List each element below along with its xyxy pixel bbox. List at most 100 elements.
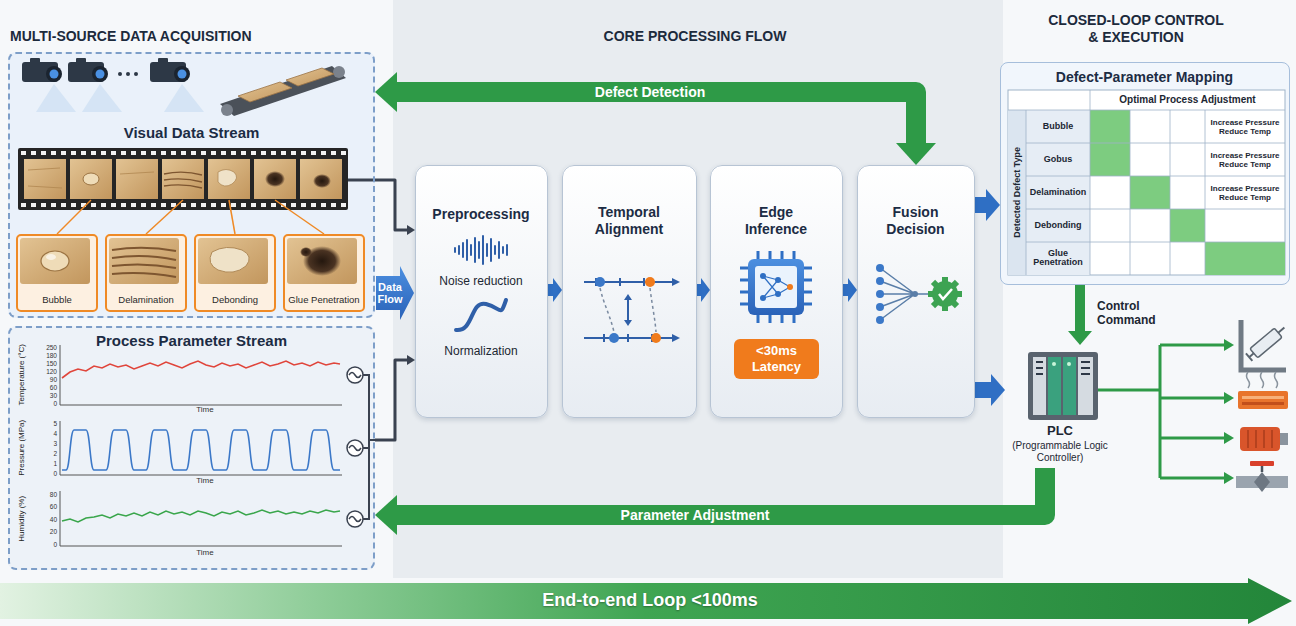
fusion-icon — [876, 303, 884, 311]
node-text: (Programmable Logic Controller) — [1008, 440, 1112, 464]
tick-label: 0 — [36, 541, 57, 548]
process-box: PreprocessingNoise reductionNormalizatio… — [415, 165, 548, 418]
defect-image — [41, 251, 69, 271]
table-cell: Increase Pressure Reduce Temp — [1206, 184, 1284, 202]
node-title: Debonding — [196, 294, 274, 305]
process-box: Edge Inference<30ms Latency — [710, 165, 843, 418]
timeline-icon — [600, 288, 656, 332]
timeline-icon — [624, 294, 632, 300]
plc-symbol — [1036, 362, 1090, 374]
plc-symbol — [1063, 357, 1076, 415]
timeline-icon — [624, 320, 632, 326]
tick-label: 0 — [36, 470, 57, 477]
table-cell: Glue Penetration — [1027, 249, 1089, 269]
leader-line — [57, 200, 324, 234]
flow-arrow — [975, 189, 1000, 221]
mapping-table — [1130, 176, 1170, 209]
sensor-wire — [349, 373, 361, 522]
node-title: Temporal Alignment — [573, 204, 685, 238]
leader-line — [229, 200, 235, 234]
axis-title: Time — [150, 476, 260, 486]
waveform-icon — [455, 236, 507, 264]
camera-cone — [82, 84, 122, 112]
camera — [22, 58, 62, 82]
stream-panel: Process Parameter Stream — [8, 326, 375, 570]
flow-label: Data Flow — [376, 281, 404, 305]
arrow-head — [553, 278, 562, 302]
data-cable-line — [375, 180, 409, 230]
camera — [30, 58, 40, 63]
node-title: Fusion Decision — [872, 204, 959, 238]
arrow-head — [375, 72, 397, 112]
defect-image — [210, 247, 249, 272]
timeline-icon — [584, 277, 680, 343]
sensor-wire — [349, 373, 375, 522]
defect-thumbnail-fill — [16, 234, 98, 312]
film-strip — [70, 159, 112, 199]
heater — [1242, 402, 1284, 405]
axis-title: Time — [150, 405, 260, 415]
valve — [1250, 461, 1274, 466]
tick-label: 30 — [36, 392, 57, 399]
control-wire — [1098, 345, 1226, 478]
plc-symbol — [1048, 357, 1061, 415]
mapping-table — [1026, 110, 1090, 275]
control-wire — [1224, 392, 1234, 404]
fusion-icon — [939, 289, 952, 299]
glue-applicator — [1241, 320, 1288, 370]
glue-applicator — [1245, 323, 1288, 362]
tick-label: 5 — [36, 420, 57, 427]
node-title: Visual Data Stream — [10, 124, 373, 142]
conveyor — [220, 66, 346, 116]
ellipsis-dots — [118, 72, 138, 76]
defect-thumbnail-fill — [283, 234, 365, 312]
node-text: Noise reduction — [420, 274, 542, 288]
film-strip — [162, 159, 204, 199]
defect-image — [300, 247, 312, 257]
arrow-head — [986, 189, 1000, 221]
tick-label: 80 — [36, 491, 57, 498]
control-wire — [1098, 339, 1234, 484]
node-title: Defect-Parameter Mapping — [1001, 69, 1288, 86]
ellipsis-dots — [126, 72, 130, 76]
camera — [174, 66, 190, 82]
axis-title: Time — [150, 548, 260, 558]
plc-symbol — [1067, 362, 1071, 366]
camera — [68, 58, 108, 82]
data-cable — [375, 355, 415, 440]
table-cell: Gobus — [1027, 155, 1089, 165]
defect-image — [20, 238, 357, 284]
node-title: PLC — [1005, 423, 1115, 439]
film-strip — [116, 159, 158, 199]
timeline-icon — [672, 278, 680, 286]
feedback-arrow-line — [393, 92, 916, 147]
stream-panel: Visual Data StreamBubbleDelaminationDebo… — [8, 52, 375, 318]
mapping-table — [1008, 90, 1285, 275]
motor — [1240, 427, 1280, 451]
defect-image — [46, 254, 56, 260]
camera — [150, 58, 190, 82]
arrow-head — [848, 278, 857, 302]
arrow-head — [701, 278, 710, 302]
table-cell: Bubble — [1027, 122, 1089, 132]
camera — [76, 58, 86, 63]
axis-title: Temperature (°C) — [17, 339, 27, 411]
film-strip — [254, 159, 296, 199]
section-title: CORE PROCESSING FLOW — [400, 28, 990, 45]
node-title: Bubble — [18, 294, 96, 305]
arrow-head — [896, 143, 936, 165]
process-box-fill — [857, 165, 975, 418]
tick-label: 90 — [36, 376, 57, 383]
tick-label: 20 — [36, 528, 57, 535]
loop-label: End-to-end Loop <100ms — [250, 590, 1050, 612]
fusion-icon — [912, 291, 918, 297]
humidity-curve — [62, 510, 340, 522]
fusion-icon — [876, 290, 884, 298]
edge-label: Defect Detection — [565, 84, 735, 101]
edge-label: Control Command — [1097, 299, 1161, 328]
conveyor — [220, 66, 346, 116]
film-strip — [24, 159, 66, 199]
chip-icon — [740, 251, 812, 323]
arrow-head — [991, 374, 1005, 406]
